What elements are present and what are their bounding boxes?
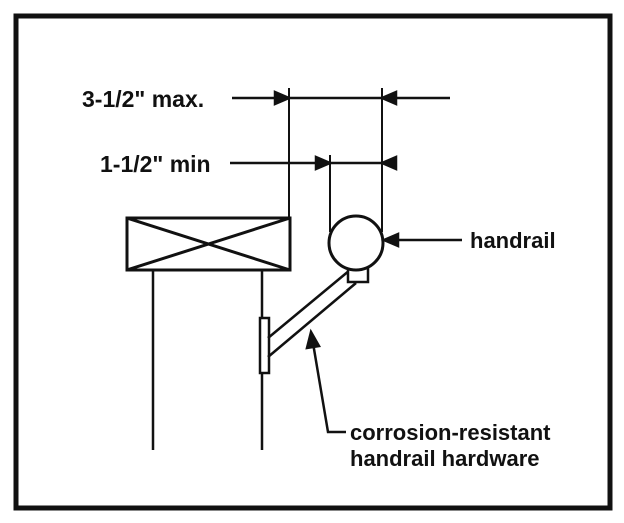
max-dimension-line: [232, 90, 450, 106]
outer-border: [13, 13, 613, 511]
hardware-leader: [305, 328, 346, 434]
handrail-leader: [380, 232, 462, 248]
handrail-circle: [327, 214, 385, 272]
wall-post: [151, 270, 264, 450]
hardware-label-line1: corrosion-resistant: [350, 420, 551, 445]
min-dimension-line: [230, 155, 398, 171]
handrail-label: handrail: [470, 228, 556, 253]
min-clearance-label: 1-1/2" min: [100, 151, 211, 177]
max-clearance-label: 3-1/2" max.: [82, 86, 204, 112]
wall-mount-plate: [258, 316, 271, 375]
hardware-label-line2: handrail hardware: [350, 446, 540, 471]
extension-lines: [288, 88, 383, 232]
post-cap-block: [125, 216, 292, 272]
